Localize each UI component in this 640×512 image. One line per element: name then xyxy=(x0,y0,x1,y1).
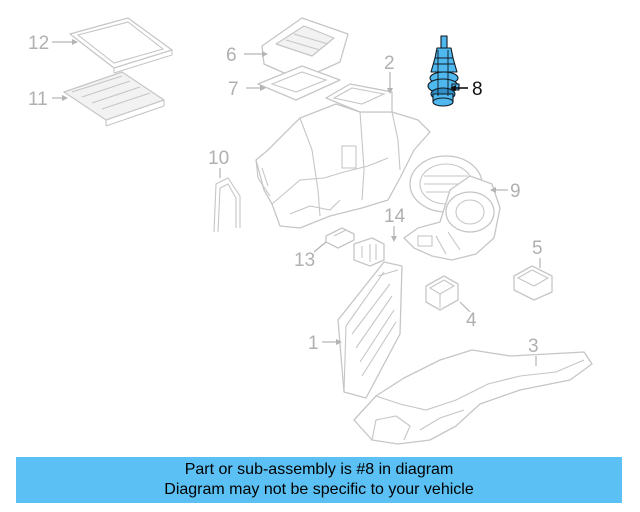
part-13-clip xyxy=(325,227,355,249)
callout-5: 5 xyxy=(532,238,543,259)
callout-12: 12 xyxy=(28,33,49,54)
callout-2: 2 xyxy=(384,53,395,74)
callout-11: 11 xyxy=(28,89,48,110)
info-banner: Part or sub-assembly is #8 in diagram Di… xyxy=(16,457,622,503)
part-12-filter-frame xyxy=(69,17,173,74)
callout-7: 7 xyxy=(228,79,239,100)
part-3-floor-duct xyxy=(353,349,593,445)
part-10-drain-tube xyxy=(213,177,241,233)
banner-line-1: Part or sub-assembly is #8 in diagram xyxy=(184,461,454,478)
part-5-module xyxy=(513,265,553,301)
banner-line-2: Diagram may not be specific to your vehi… xyxy=(164,481,474,498)
callout-14: 14 xyxy=(384,206,406,227)
callout-9: 9 xyxy=(510,181,521,202)
part-8-highlighted-component xyxy=(427,35,460,107)
callout-13: 13 xyxy=(294,250,315,271)
part-7-gasket xyxy=(257,65,341,101)
callout-10: 10 xyxy=(208,148,229,169)
part-14-resistor xyxy=(353,237,385,267)
callout-8: 8 xyxy=(472,79,483,100)
part-4-actuator xyxy=(425,275,459,311)
part-6-inlet-housing xyxy=(261,17,349,81)
part-1-heater-core xyxy=(337,261,403,399)
part-9-blower-motor xyxy=(403,155,501,261)
callout-labels: 12 11 6 7 2 8 9 10 14 13 5 4 1 3 xyxy=(28,33,543,357)
callout-3: 3 xyxy=(528,336,539,357)
leader-lines xyxy=(52,39,541,366)
callout-4: 4 xyxy=(466,310,477,331)
part-11-filter-element xyxy=(63,71,165,127)
callout-6: 6 xyxy=(226,45,237,66)
callout-1: 1 xyxy=(308,333,319,354)
part-2-heater-housing xyxy=(255,83,431,229)
parts-diagram: 12 11 6 7 2 8 9 10 14 13 5 4 1 3 xyxy=(28,17,593,445)
